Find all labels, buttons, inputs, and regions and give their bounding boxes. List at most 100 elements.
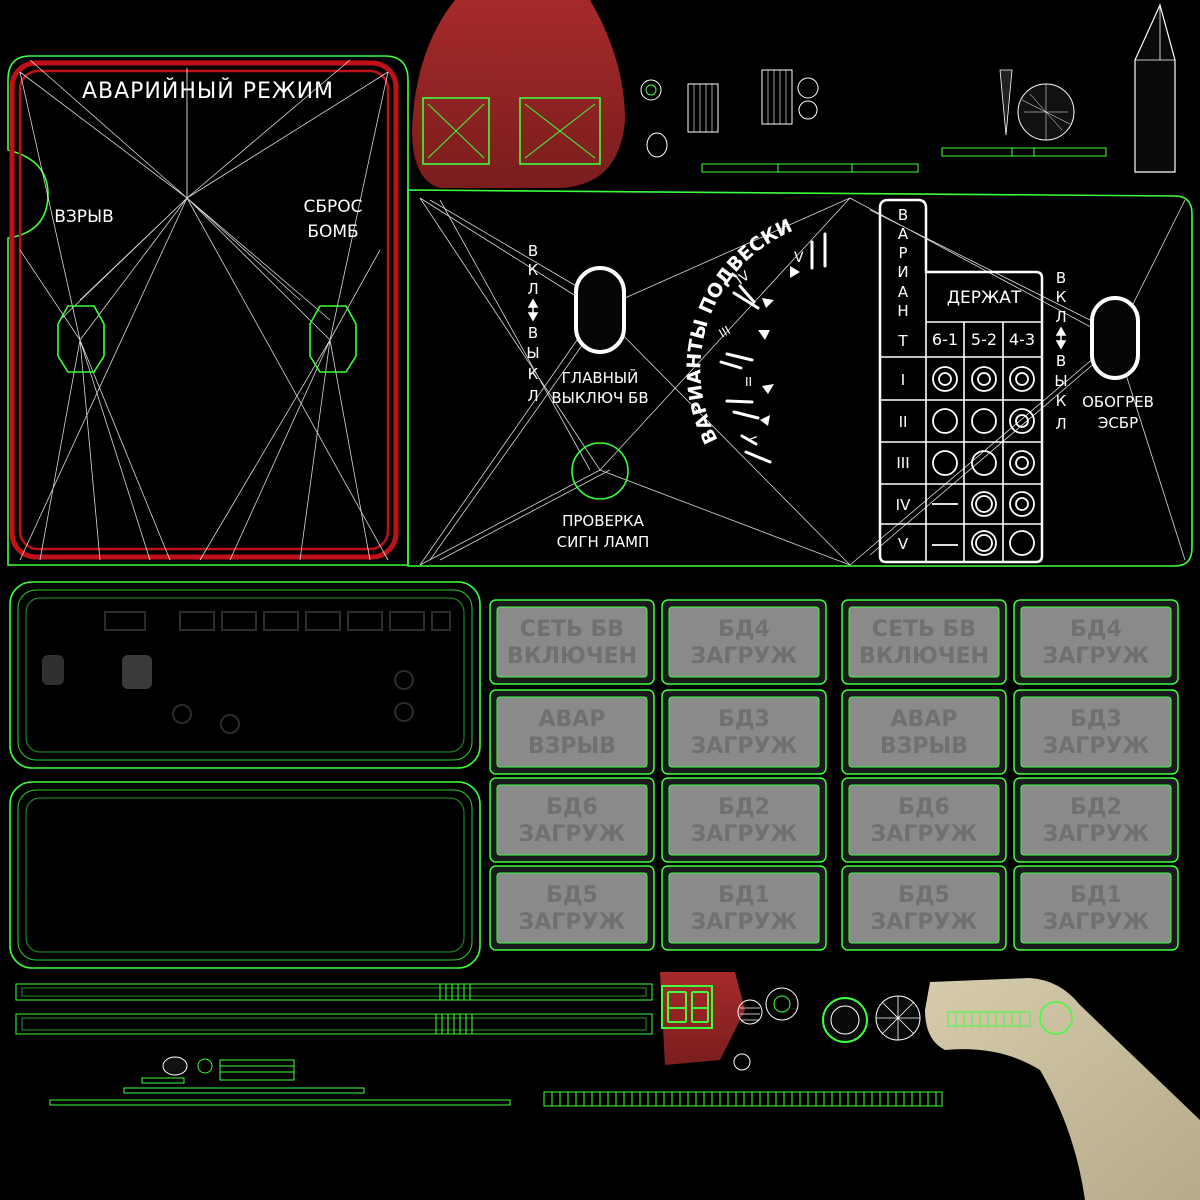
emergency-title: АВАРИЙНЫЙ РЕЖИМ (82, 78, 334, 104)
holder-col-3: 4-3 (1009, 330, 1035, 349)
lamp-button-face[interactable] (1020, 784, 1172, 856)
right-hinge-oct (309, 305, 357, 373)
main-switch-label-2: ВЫКЛЮЧ БВ (551, 389, 648, 407)
svg-text:Л: Л (527, 387, 538, 405)
arrow-updown-icon (527, 298, 539, 322)
red-block (660, 972, 745, 1065)
drop-bombs-label-1: СБРОС (303, 197, 362, 217)
lamp-button-face[interactable] (496, 606, 648, 678)
lamp-button-label: БД6 (898, 795, 950, 820)
lamp-button-face[interactable] (848, 696, 1000, 768)
lamp-button-face[interactable] (848, 606, 1000, 678)
lamp-button-face[interactable] (848, 784, 1000, 856)
lamp-button-label: БД2 (1070, 795, 1122, 820)
blank-panel-lower (9, 781, 481, 969)
heater-label-1: ОБОГРЕВ (1082, 393, 1154, 411)
loadout-dial[interactable]: ВАРИАНТЫ ПОДВЕСКИ I II III IV V (683, 215, 827, 464)
lamp-button-label: БД5 (546, 883, 598, 908)
small-lights-row (49, 1056, 511, 1106)
svg-text:А: А (898, 283, 909, 301)
lamp-button-face[interactable] (1020, 696, 1172, 768)
variant-row-3: III (896, 454, 909, 472)
lamp-button-face[interactable] (496, 784, 648, 856)
variant-table: В А Р И А Н Т ДЕРЖАТ 6-1 5-2 4-3 I II II… (878, 198, 1044, 564)
svg-text:Л: Л (1055, 415, 1066, 433)
lamp-button-label: ЗАГРУЖ (871, 822, 978, 847)
weapons-panel-outline (407, 189, 1193, 567)
dial-mark-1: I (745, 434, 759, 442)
lamp-button-face[interactable] (1020, 606, 1172, 678)
lamp-button-label: АВАР (539, 707, 606, 732)
on-off-vertical-left: В К Л В Ы К Л (526, 242, 539, 405)
svg-text:К: К (528, 365, 539, 383)
lamp-button-label: БД3 (718, 707, 770, 732)
lamp-button-face[interactable] (668, 696, 820, 768)
dial-mark-3: III (717, 323, 733, 340)
svg-text:В: В (528, 324, 538, 342)
main-switch[interactable] (574, 266, 626, 354)
on-off-vertical-right: В К Л В Ы К Л (1054, 269, 1067, 433)
lamp-button-face[interactable] (496, 696, 648, 768)
lamp-button-face[interactable] (496, 872, 648, 944)
lamp-button-label: ЗАГРУЖ (691, 910, 798, 935)
weapons-panel: В К Л В Ы К Л ГЛАВНЫЙ ВЫКЛЮЧ БВ ПРОВЕРКА… (407, 189, 1193, 567)
bracket-right (519, 97, 601, 165)
lamp-check-label-2: СИГН ЛАМП (557, 533, 650, 551)
dial-mark-5: V (794, 250, 804, 266)
blast-label: ВЗРЫВ (54, 207, 113, 227)
lamp-button-label: БД1 (718, 883, 770, 908)
svg-text:Л: Л (1055, 308, 1066, 326)
variant-row-4: IV (896, 496, 911, 514)
seven-seg-display (661, 985, 713, 1029)
dial-mark-2: II (745, 375, 752, 389)
lamp-button-label: БД4 (718, 617, 770, 642)
lamp-button-face[interactable] (848, 872, 1000, 944)
svg-text:К: К (528, 261, 539, 279)
heater-switch-slot[interactable] (1090, 296, 1140, 380)
strip-3 (543, 1091, 943, 1107)
lamp-button-face[interactable] (668, 606, 820, 678)
blank-panel-upper (9, 581, 481, 769)
lamp-button-label: СЕТЬ БВ (520, 617, 624, 642)
lamp-button-face[interactable] (1020, 872, 1172, 944)
svg-text:Р: Р (898, 244, 907, 262)
svg-text:В: В (1056, 269, 1066, 287)
main-switch-slot[interactable] (574, 266, 626, 354)
svg-text:К: К (1056, 392, 1067, 410)
holder-col-1: 6-1 (932, 330, 958, 349)
lamp-button-label: ЗАГРУЖ (1043, 644, 1150, 669)
lamp-check-button[interactable] (571, 442, 629, 500)
emergency-red-frame (9, 60, 399, 560)
strip-1 (15, 983, 653, 1001)
top-parts (412, 0, 1176, 188)
holder-header: ДЕРЖАТ (947, 288, 1022, 308)
emergency-panel: АВАРИЙНЫЙ РЕЖИМ ВЗРЫВ СБРОС БОМБ (7, 55, 409, 566)
lamp-button-label: ЗАГРУЖ (871, 910, 978, 935)
holder-col-2: 5-2 (971, 330, 997, 349)
lamp-button-face[interactable] (668, 872, 820, 944)
lamp-button-face[interactable] (668, 784, 820, 856)
svg-text:Ы: Ы (1054, 372, 1067, 390)
lamp-check-label-1: ПРОВЕРКА (562, 512, 645, 530)
lamp-button-label: ВКЛЮЧЕН (507, 644, 637, 669)
strip-2 (15, 1013, 653, 1035)
lamp-button-label: БД1 (1070, 883, 1122, 908)
lamp-button-label: ЗАГРУЖ (519, 822, 626, 847)
